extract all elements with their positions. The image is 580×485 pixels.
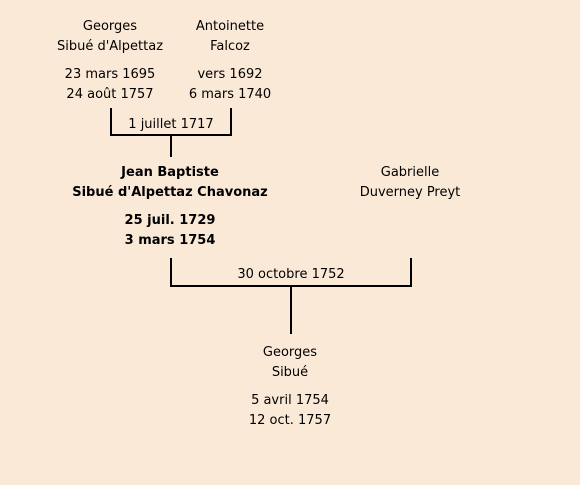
person-last-name: Sibué d'Alpettaz <box>56 39 164 54</box>
person-dates: 25 juil. 1729 3 mars 1754 <box>70 211 270 251</box>
person-birth-date: 5 avril 1754 <box>251 393 329 408</box>
person-first-name: Georges <box>82 19 138 34</box>
person-birth-date: vers 1692 <box>197 67 263 82</box>
marriage-date-label: 1 juillet 1717 <box>128 117 214 132</box>
person-jean-baptiste-sibue[interactable]: Jean Baptiste Sibué d'Alpettaz Chavonaz … <box>70 163 270 251</box>
person-names: Antoinette Falcoz <box>130 17 330 57</box>
person-first-name: Antoinette <box>195 19 265 34</box>
person-names: Georges Sibué d'Alpettaz <box>10 17 210 57</box>
marriage-connector-left <box>170 258 172 287</box>
marriage-connector-right <box>410 258 412 287</box>
person-last-name: Falcoz <box>210 39 250 54</box>
descent-line <box>170 136 172 157</box>
person-dates: 5 avril 1754 12 oct. 1757 <box>190 391 390 431</box>
person-first-name: Jean Baptiste <box>121 165 219 180</box>
person-birth-date: 25 juil. 1729 <box>124 213 216 228</box>
marriage-connector-left <box>110 108 112 136</box>
marriage-connector-bottom <box>170 285 412 287</box>
person-georges-sibue-dalpettaz[interactable]: Georges Sibué d'Alpettaz 23 mars 1695 24… <box>10 17 210 105</box>
person-birth-date: 23 mars 1695 <box>64 67 156 82</box>
person-last-name: Sibué <box>271 365 309 380</box>
person-first-name: Georges <box>262 345 318 360</box>
person-last-name: Duverney Preyt <box>359 185 461 200</box>
person-georges-sibue[interactable]: Georges Sibué 5 avril 1754 12 oct. 1757 <box>190 343 390 431</box>
person-gabrielle-duverney-preyt[interactable]: Gabrielle Duverney Preyt <box>310 163 510 203</box>
person-dates: 23 mars 1695 24 août 1757 <box>10 65 210 105</box>
person-last-name: Sibué d'Alpettaz Chavonaz <box>72 185 268 200</box>
marriage-date-label: 30 octobre 1752 <box>237 267 345 282</box>
descent-line <box>290 287 292 334</box>
person-death-date: 24 août 1757 <box>66 87 154 102</box>
person-names: Georges Sibué <box>190 343 390 383</box>
person-death-date: 6 mars 1740 <box>188 87 272 102</box>
marriage-connector-bottom <box>110 134 232 136</box>
person-names: Jean Baptiste Sibué d'Alpettaz Chavonaz <box>70 163 270 203</box>
person-names: Gabrielle Duverney Preyt <box>310 163 510 203</box>
person-antoinette-falcoz[interactable]: Antoinette Falcoz vers 1692 6 mars 1740 <box>130 17 330 105</box>
marriage-connector-right <box>230 108 232 136</box>
person-death-date: 3 mars 1754 <box>124 233 216 248</box>
person-dates: vers 1692 6 mars 1740 <box>130 65 330 105</box>
person-death-date: 12 oct. 1757 <box>248 413 332 428</box>
person-first-name: Gabrielle <box>380 165 440 180</box>
